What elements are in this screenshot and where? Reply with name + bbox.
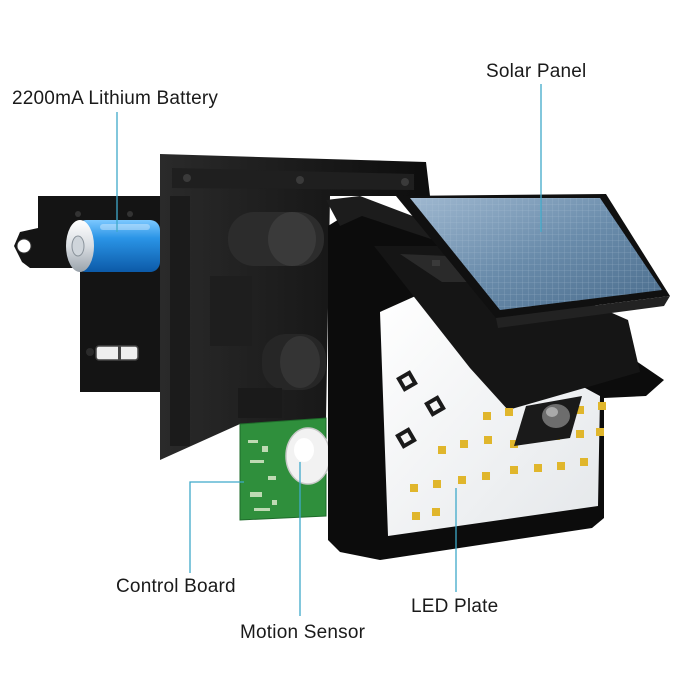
leader-control bbox=[189, 481, 244, 573]
led-array-large bbox=[395, 370, 446, 449]
leader-lines bbox=[116, 84, 542, 616]
lithium-battery bbox=[66, 220, 160, 272]
solar-panel-label: Solar Panel bbox=[486, 61, 587, 82]
battery-label: 2200mA Lithium Battery bbox=[12, 88, 219, 109]
back-housing bbox=[160, 154, 430, 460]
control-board bbox=[239, 417, 331, 521]
motion-sensor-label: Motion Sensor bbox=[240, 622, 366, 643]
front-sensor-window bbox=[514, 396, 582, 446]
solar-panel bbox=[396, 194, 670, 328]
led-plate-label: LED Plate bbox=[411, 596, 499, 617]
control-board-label: Control Board bbox=[116, 576, 236, 597]
